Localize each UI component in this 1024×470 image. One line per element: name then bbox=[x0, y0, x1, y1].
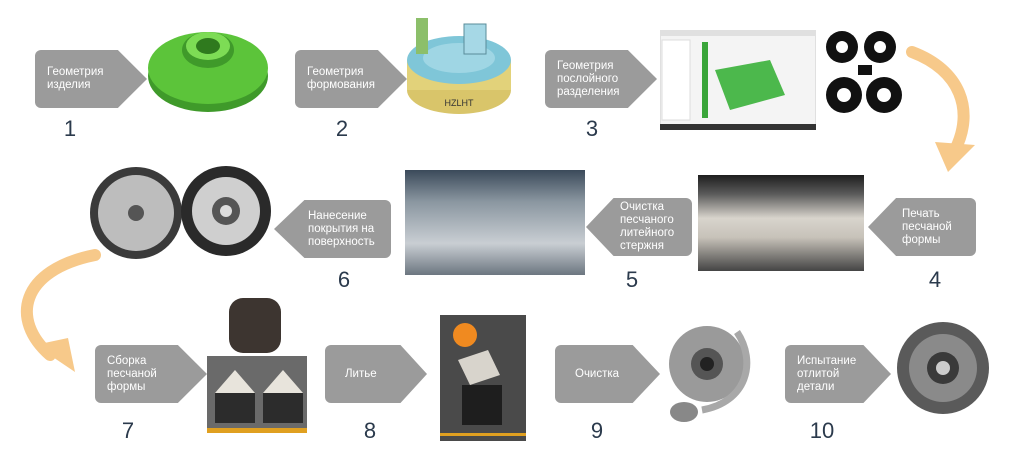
step-label-text: Геометрия послойного разделения bbox=[557, 59, 620, 98]
cleaned-casting-image bbox=[669, 326, 751, 422]
mold-geometry-image: HZLHT bbox=[407, 18, 511, 114]
sand-core-cleaning-photo bbox=[405, 170, 585, 275]
step-2-label: Геометрия формования bbox=[295, 50, 407, 108]
step-2-number: 2 bbox=[335, 116, 349, 141]
sliced-layer-pattern-image bbox=[826, 31, 902, 113]
step-3-number: 3 bbox=[585, 116, 599, 141]
step-7-label: Сборка песчаной формы bbox=[95, 345, 207, 403]
step-6-label: Нанесение покрытия на поверхность bbox=[274, 200, 391, 258]
flow-arrowhead-1 bbox=[935, 142, 975, 172]
finished-impeller-image bbox=[897, 322, 989, 414]
step-1-number: 1 bbox=[63, 116, 77, 141]
step-3-label: Геометрия послойного разделения bbox=[545, 50, 657, 108]
sand-mold-assembly-photo bbox=[207, 298, 307, 433]
step-9-number: 9 bbox=[590, 418, 604, 443]
step-5-number: 5 bbox=[625, 267, 639, 292]
step-label-text: Сборка песчаной формы bbox=[107, 354, 157, 393]
impeller-3d-model-image bbox=[148, 32, 268, 112]
step-label-text: Очистка песчаного литейного стержня bbox=[620, 201, 675, 252]
step-7-number: 7 bbox=[121, 418, 135, 443]
flow-arrow-row2-to-row3 bbox=[20, 249, 101, 361]
coated-mold-halves-image bbox=[90, 166, 271, 259]
step-label-text: Очистка bbox=[575, 367, 620, 380]
sand-mold-printing-photo bbox=[698, 175, 864, 271]
step-4-label: Печать песчаной формы bbox=[868, 198, 976, 256]
step-9-label: Очистка bbox=[555, 345, 660, 403]
pouring-photo bbox=[440, 315, 526, 441]
step-4-number: 4 bbox=[928, 267, 942, 292]
flow-arrow-row1-to-row2 bbox=[906, 46, 970, 156]
flow-arrowhead-2 bbox=[35, 338, 75, 372]
step-6-number: 6 bbox=[337, 267, 351, 292]
step-8-number: 8 bbox=[363, 418, 377, 443]
mold-marking: HZLHT bbox=[445, 98, 475, 108]
step-label-text: Печать песчаной формы bbox=[902, 207, 952, 246]
step-1-label: Геометрия изделия bbox=[35, 50, 147, 108]
step-label-text: Геометрия изделия bbox=[47, 66, 104, 91]
slicing-software-screenshot bbox=[660, 30, 816, 130]
step-5-label: Очистка песчаного литейного стержня bbox=[586, 198, 692, 256]
step-label-text: Геометрия формования bbox=[307, 66, 375, 91]
step-label-text: Литье bbox=[345, 367, 377, 380]
step-10-label: Испытание отлитой детали bbox=[785, 345, 891, 403]
step-10-number: 10 bbox=[809, 418, 835, 443]
step-label-text: Нанесение покрытия на поверхность bbox=[308, 209, 375, 248]
step-label-text: Испытание отлитой детали bbox=[797, 354, 857, 393]
step-8-label: Литье bbox=[325, 345, 427, 403]
